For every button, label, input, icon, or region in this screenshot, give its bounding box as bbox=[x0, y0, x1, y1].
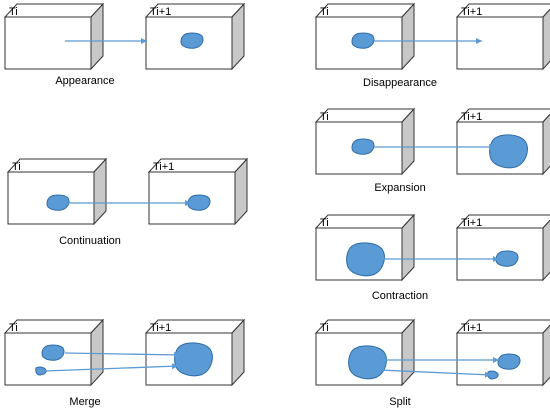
time-label: Ti bbox=[320, 322, 329, 334]
blob-small bbox=[351, 138, 375, 155]
box-top-face bbox=[3, 3, 105, 18]
box-top-face bbox=[314, 3, 416, 18]
transition-arrow bbox=[64, 351, 181, 358]
box-top-face bbox=[6, 158, 108, 173]
caption-disappearance: Disappearance bbox=[363, 77, 437, 89]
time-label: Ti+1 bbox=[150, 6, 171, 18]
box-top-face bbox=[314, 319, 416, 334]
time-label: Ti+1 bbox=[153, 161, 174, 173]
caption-continuation: Continuation bbox=[59, 235, 121, 247]
time-label: Ti bbox=[320, 111, 329, 123]
box-top-face bbox=[314, 108, 416, 123]
time-label: Ti+1 bbox=[461, 217, 482, 229]
time-label: Ti+1 bbox=[461, 6, 482, 18]
caption-contraction: Contraction bbox=[372, 290, 428, 302]
caption-merge: Merge bbox=[69, 396, 100, 408]
time-label: Ti+1 bbox=[150, 322, 171, 334]
box-top-face bbox=[3, 319, 105, 334]
time-box: Ti bbox=[3, 2, 105, 71]
time-label: Ti bbox=[12, 161, 21, 173]
blob-large bbox=[348, 345, 387, 380]
time-box: Ti bbox=[6, 157, 108, 226]
blob-small bbox=[187, 194, 211, 211]
time-label: Ti bbox=[320, 217, 329, 229]
transition-arrow bbox=[379, 369, 492, 378]
time-label: Ti bbox=[9, 6, 18, 18]
caption-expansion: Expansion bbox=[374, 182, 425, 194]
caption-split: Split bbox=[389, 396, 410, 408]
time-box: Ti+1 bbox=[455, 319, 550, 387]
time-box: Ti bbox=[314, 318, 416, 387]
time-label: Ti bbox=[9, 322, 18, 334]
blob-small bbox=[497, 353, 521, 370]
time-box: Ti+1 bbox=[147, 157, 249, 226]
time-label: Ti+1 bbox=[461, 111, 482, 123]
time-box: Ti+1 bbox=[455, 214, 550, 282]
caption-appearance: Appearance bbox=[55, 75, 114, 87]
blob-tiny bbox=[35, 366, 47, 376]
box-front-face bbox=[4, 16, 92, 70]
time-label: Ti+1 bbox=[461, 322, 482, 334]
blob-small bbox=[46, 194, 70, 211]
blob-large bbox=[346, 242, 385, 277]
blob-small bbox=[495, 250, 519, 267]
time-label: Ti bbox=[320, 6, 329, 18]
box-front-face bbox=[456, 16, 544, 70]
blob-large bbox=[174, 342, 213, 377]
blob-small bbox=[180, 32, 204, 49]
blob-large bbox=[489, 134, 528, 169]
box-top-face bbox=[314, 214, 416, 229]
blob-small bbox=[351, 32, 375, 49]
blob-small bbox=[41, 344, 65, 361]
time-box: Ti+1 bbox=[455, 3, 550, 71]
transition-arrow bbox=[44, 363, 179, 372]
